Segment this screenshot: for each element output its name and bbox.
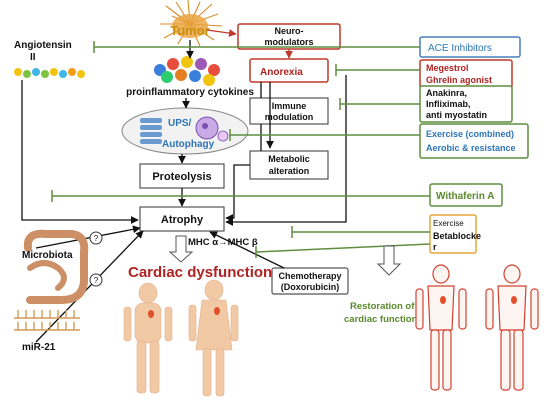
ups-autophagy-icon	[121, 107, 249, 155]
immune-label-2: modulation	[265, 112, 314, 122]
cardiac-dysfunction-title: Cardiac dysfunction	[128, 264, 272, 281]
question-icon	[89, 273, 103, 287]
cytokine-icon	[154, 56, 220, 86]
mhc-label: MHC α→MHC β	[188, 237, 258, 248]
atrophy-label: Atrophy	[161, 214, 204, 226]
question-mark-1: ?	[94, 234, 99, 243]
tumor-icon	[160, 0, 223, 47]
intestine-icon	[23, 229, 89, 304]
mirna-label: miR-21	[22, 342, 56, 353]
aerobic-resistance-label: Aerobic & resistance	[426, 143, 516, 153]
tumor-to-neuromodulators-arrow	[206, 29, 237, 37]
betablocker-box	[429, 214, 477, 254]
rna-strand-icon	[14, 310, 80, 331]
cytokines-label: proinflammatory cytokines	[126, 87, 254, 98]
megestrol-label: Megestrol	[426, 63, 469, 73]
immune-box	[249, 97, 329, 125]
anti-myostatin-label: anti myostatin	[426, 110, 487, 120]
proteolysis-box	[139, 163, 225, 189]
withaferin-box	[429, 183, 503, 207]
angiotensin-label-2: II	[30, 52, 36, 63]
metabolic-label: Metabolic	[268, 154, 310, 164]
metabolic-label-2: alteration	[269, 166, 310, 176]
infliximab-label: Infliximab,	[426, 99, 471, 109]
anorexia-box	[249, 58, 329, 83]
neuromodulators-label: Neuro-	[275, 26, 304, 36]
question-mark-2: ?	[94, 276, 99, 285]
question-icon	[89, 231, 103, 245]
microbiota-label: Microbiota	[22, 250, 73, 261]
neuromodulators-label-2: modulators	[264, 37, 313, 47]
angiotensin-label: Angiotensin	[14, 40, 72, 51]
ups-label: UPS/	[168, 118, 192, 129]
betablocker-label-2: r	[433, 242, 437, 252]
restoration-label-2: cardiac function	[344, 314, 418, 325]
withaferin-label: Withaferin A	[436, 191, 494, 202]
exercise-combined-box	[419, 123, 529, 159]
anorexia-label: Anorexia	[260, 67, 303, 78]
chemotherapy-box	[271, 267, 349, 295]
down-arrow-icon	[376, 245, 402, 276]
pathway-arrows	[21, 40, 347, 343]
betablocker-label: Betablocke	[433, 231, 481, 241]
exercise-combined-label: Exercise (combined)	[426, 129, 514, 139]
down-arrow-icon	[168, 235, 194, 263]
peptide-chain-icon	[14, 68, 85, 78]
atrophy-box	[139, 206, 225, 232]
exercise-label: Exercise	[433, 219, 464, 228]
autophagy-label: Autophagy	[162, 139, 215, 150]
restoration-label: Restoration of	[350, 301, 415, 312]
chemotherapy-label-2: (Doxorubicin)	[281, 282, 340, 292]
anakinra-label: Anakinra,	[426, 88, 467, 98]
human-figures-restored-icon	[415, 264, 539, 391]
human-figures-dysfunction-icon	[123, 279, 239, 397]
immune-label: Immune	[272, 101, 307, 111]
inhibition-lines	[51, 41, 431, 258]
chemotherapy-label: Chemotherapy	[278, 271, 341, 281]
ace-inhibitors-label: ACE Inhibitors	[428, 43, 492, 54]
proteolysis-label: Proteolysis	[152, 171, 211, 183]
ghrelin-label: Ghrelin agonist	[426, 75, 492, 85]
tumor-label: Tumor	[170, 23, 209, 38]
